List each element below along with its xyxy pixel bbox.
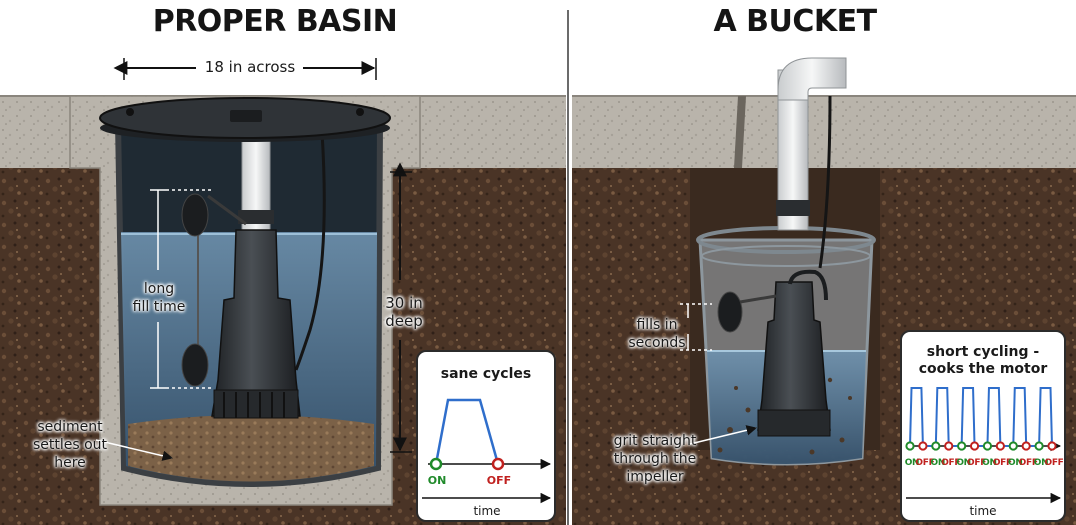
cycle-on-marker <box>905 441 915 451</box>
upper-float <box>181 193 209 237</box>
lid-pipe-port <box>230 110 262 122</box>
right-panel-title: A BUCKET <box>713 4 877 39</box>
grit-line2: through the <box>613 451 697 467</box>
right-pump-base <box>757 409 831 437</box>
left-panel-title: PROPER BASIN <box>152 4 398 39</box>
depth-label-line2: deep <box>385 312 423 330</box>
cycle-off-marker <box>944 441 954 451</box>
cycle-off-label: OFF <box>992 458 1012 468</box>
cycle-on-label: ON <box>930 458 946 468</box>
pipe-elbow <box>777 57 847 101</box>
sane-off-label: OFF <box>486 474 512 487</box>
sediment-label: sediment settles out here <box>30 418 110 472</box>
short-time-label: time <box>969 504 997 518</box>
cycle-on-label: ON <box>1007 458 1023 468</box>
right-floor-slab <box>572 96 1076 168</box>
left-pump-base <box>213 389 299 419</box>
off-marker <box>491 457 505 471</box>
sane-cycles-chart <box>422 398 552 504</box>
fills-line1: fills in <box>636 317 678 333</box>
short-cycling-trace <box>909 387 1053 447</box>
grit-line3: impeller <box>626 469 684 485</box>
sane-cycles-trace <box>434 398 500 465</box>
bucket-float <box>717 291 743 333</box>
fills-line2: seconds <box>628 335 686 351</box>
sane-cycles-title: sane cycles <box>440 366 532 382</box>
sediment-line1: sediment <box>37 419 103 435</box>
grit-label: grit straight through the impeller <box>606 432 704 486</box>
cycle-off-marker <box>995 441 1005 451</box>
lower-float <box>181 343 209 387</box>
on-marker <box>429 457 443 471</box>
sane-cycles-card: sane cycles ON OFF time <box>416 350 556 522</box>
fill-time-label: long fill time <box>130 280 188 316</box>
cycle-off-label: OFF <box>1044 458 1064 468</box>
basin-sediment <box>128 415 374 482</box>
slab-crack <box>734 96 746 168</box>
sediment-pointer <box>95 439 174 461</box>
cycle-off-label: OFF <box>967 458 987 468</box>
short-cycling-title-line2: cooks the motor <box>918 361 1048 377</box>
width-label: 18 in across <box>204 58 296 76</box>
grit-line1: grit straight <box>613 433 697 449</box>
cycle-on-marker <box>931 441 941 451</box>
left-pump <box>211 229 301 417</box>
grit-pointer <box>689 425 758 445</box>
left-power-cord <box>294 131 326 371</box>
cycle-on-label: ON <box>904 458 920 468</box>
cycle-on-marker <box>957 441 967 451</box>
cycle-on-marker <box>1034 441 1044 451</box>
sediment-line3: here <box>54 455 86 471</box>
sane-on-label: ON <box>427 474 447 487</box>
cycle-off-label: OFF <box>1018 458 1038 468</box>
cycle-off-marker <box>969 441 980 451</box>
cycle-on-marker <box>982 441 993 451</box>
cycle-on-marker <box>1008 441 1018 451</box>
fill-time-line1: long <box>143 281 175 297</box>
short-cycling-title-line1: short cycling - <box>926 344 1040 360</box>
cycle-off-marker <box>1047 441 1057 451</box>
fill-time-line2: fill time <box>132 299 186 315</box>
depth-label: 30 in deep <box>378 294 430 330</box>
cycle-on-label: ON <box>956 458 971 468</box>
cycle-off-marker <box>918 441 928 451</box>
depth-label-line1: 30 in <box>385 294 423 312</box>
sediment-line2: settles out <box>32 437 108 453</box>
sane-time-label: time <box>473 504 501 518</box>
cycle-on-label: ON <box>982 458 997 468</box>
cycle-off-marker <box>1021 441 1031 451</box>
fills-in-seconds-label: fills in seconds <box>622 316 692 352</box>
cycle-off-label: OFF <box>915 458 935 468</box>
left-pipe-coupling <box>238 210 274 224</box>
cycle-on-label: ON <box>1033 458 1049 468</box>
cycle-off-label: OFF <box>941 458 961 468</box>
short-cycling-chart <box>905 387 1062 504</box>
right-power-cord <box>818 95 832 269</box>
